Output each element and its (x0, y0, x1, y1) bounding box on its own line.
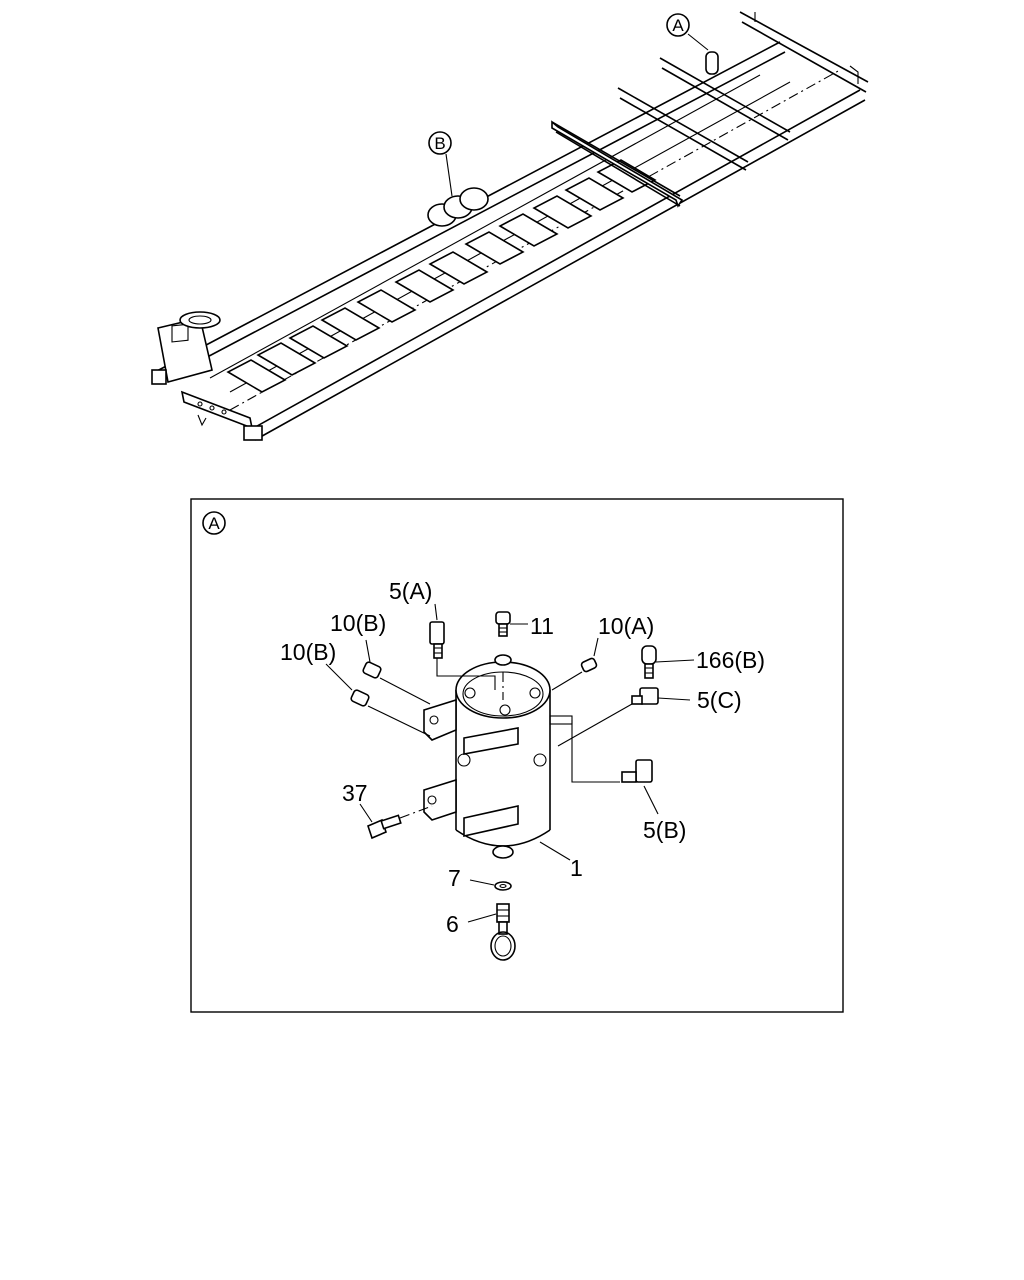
label-37: 37 (342, 780, 368, 806)
part-5c-elbow: 5(C) (557, 687, 742, 747)
detail-frame (190, 498, 844, 1013)
chassis-frame: A B (151, 11, 869, 441)
callout-a-label: A (672, 16, 684, 35)
part-166b-valve: 166(B) (641, 645, 765, 679)
label-5b: 5(B) (643, 817, 686, 843)
label-1: 1 (570, 855, 583, 881)
part-11-plug: 11 (495, 611, 554, 639)
label-6: 6 (446, 911, 459, 937)
part-5b-elbow: 5(B) (571, 720, 686, 843)
air-tank (423, 654, 573, 859)
part-7-washer: 7 (448, 865, 512, 891)
detail-callout-label: A (208, 514, 220, 533)
callout-a-circle (666, 13, 690, 37)
part-1-leader (539, 841, 571, 861)
cross-members (226, 159, 657, 393)
rear-cross-beams (551, 11, 869, 208)
detail-view-a: A (190, 498, 844, 1013)
callout-b-circle (428, 131, 452, 155)
part-37-bolt: 37 (342, 780, 433, 840)
label-10a: 10(A) (598, 613, 654, 639)
part-6-drain-cock: 6 (446, 903, 516, 961)
label-166b: 166(B) (696, 647, 765, 673)
label-7: 7 (448, 865, 461, 891)
part-5a-connector: 5(A) (389, 578, 496, 690)
label-11: 11 (530, 613, 554, 639)
label-5a: 5(A) (389, 578, 432, 604)
part-10a-plug: 10(A) (551, 613, 654, 691)
part-10b-lower-plug: 10(B) (280, 639, 431, 737)
label-10b-lower: 10(B) (280, 639, 336, 665)
air-tank-location: A (666, 13, 719, 75)
tank-group-b-location: B (427, 131, 489, 227)
front-end (151, 311, 263, 441)
callout-b-label: B (434, 134, 445, 153)
part-10b-upper-plug: 10(B) (330, 610, 431, 705)
label-5c: 5(C) (697, 687, 742, 713)
label-10b-upper: 10(B) (330, 610, 386, 636)
detail-callout-circle (202, 511, 226, 535)
